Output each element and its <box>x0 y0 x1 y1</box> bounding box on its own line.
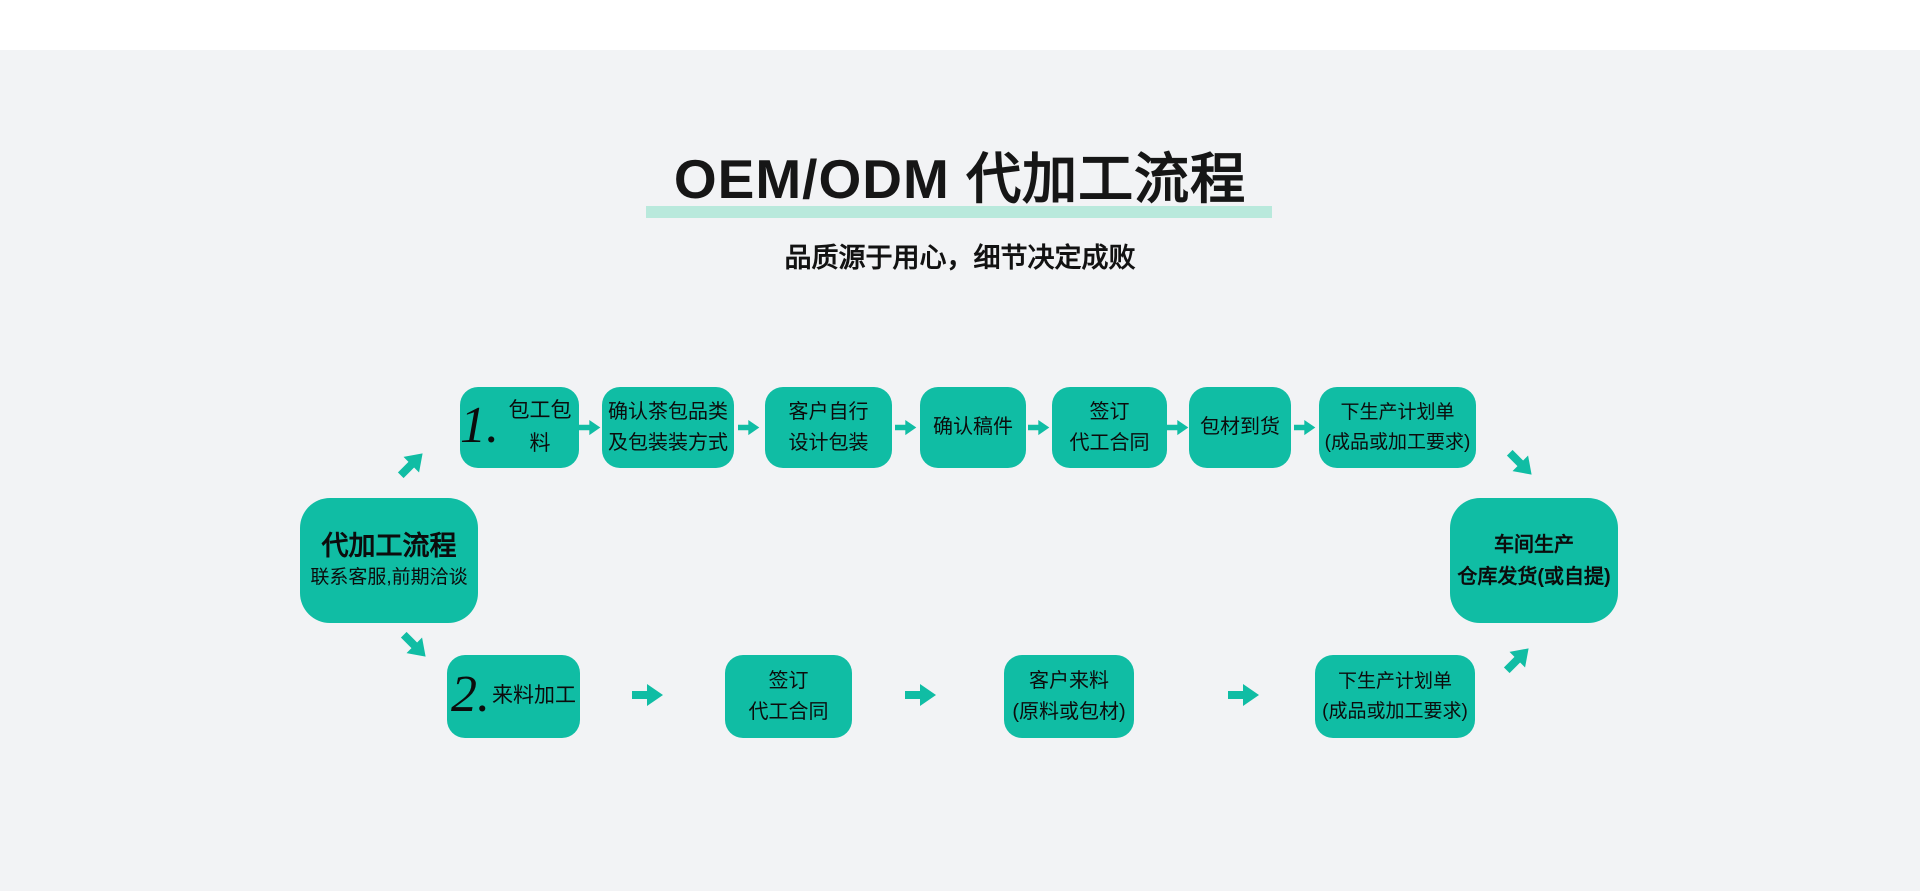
arrow-down-right-icon <box>394 625 435 666</box>
end-node-line1: 车间生产 <box>1494 533 1574 556</box>
step-number: 1. <box>460 396 499 454</box>
step-label: 签订 <box>1089 400 1130 423</box>
step-label: 下生产计划单 <box>1340 402 1455 424</box>
flow-step-sign-contract-top: 签订 代工合同 <box>1052 387 1167 468</box>
arrow-right-icon <box>895 419 917 436</box>
step-label: 及包装装方式 <box>608 431 728 454</box>
flow-step-customer-materials: 客户来料 (原料或包材) <box>1004 655 1134 738</box>
step-label: 下生产计划单 <box>1337 671 1452 693</box>
flow-step-sign-contract-bottom: 签订 代工合同 <box>725 655 852 738</box>
step-label: 代工合同 <box>748 700 829 723</box>
step-label: 代工合同 <box>1069 431 1150 454</box>
start-node-title: 代加工流程 <box>321 530 457 561</box>
flow-step-production-order-bottom: 下生产计划单 (成品或加工要求) <box>1315 655 1475 738</box>
flow-step-lailiaojiagong: 2. 来料加工 <box>447 655 580 738</box>
step-label: (原料或包材) <box>1012 700 1126 723</box>
arrow-up-right-icon <box>1497 638 1538 679</box>
page-title: OEM/ODM 代加工流程 <box>673 148 1247 210</box>
arrow-right-icon <box>1167 419 1189 436</box>
arrow-up-right-icon <box>391 443 432 484</box>
arrow-right-icon <box>1028 419 1050 436</box>
arrow-right-icon <box>1228 683 1260 707</box>
step-label: 客户来料 <box>1029 669 1109 692</box>
flow-step-confirm-draft: 确认稿件 <box>920 387 1026 468</box>
flow-step-baogongbaoliao: 1. 包工包料 <box>460 387 579 468</box>
step-label: 客户自行 <box>788 400 869 423</box>
flow-step-confirm-teabag-type: 确认茶包品类 及包装装方式 <box>602 387 734 468</box>
arrow-right-icon <box>1294 419 1316 436</box>
flow-step-production-order-top: 下生产计划单 (成品或加工要求) <box>1319 387 1476 468</box>
step-label: 来料加工 <box>492 684 576 708</box>
top-white-bar <box>0 0 1920 50</box>
step-label: 包材到货 <box>1200 416 1280 438</box>
step-label: 设计包装 <box>788 431 869 454</box>
start-node: 代加工流程 联系客服,前期洽谈 <box>300 498 478 623</box>
arrow-right-icon <box>632 683 664 707</box>
step-number: 2. <box>451 665 490 723</box>
flow-step-customer-design: 客户自行 设计包装 <box>765 387 892 468</box>
step-label: (成品或加工要求) <box>1322 700 1468 722</box>
arrow-right-icon <box>905 683 937 707</box>
arrow-down-right-icon <box>1500 443 1541 484</box>
step-label: 包工包料 <box>508 398 572 455</box>
step-label: 签订 <box>768 669 809 692</box>
title-highlight-bar <box>646 206 1272 218</box>
flow-step-packaging-arrival: 包材到货 <box>1189 387 1291 468</box>
arrow-right-icon <box>738 419 760 436</box>
arrow-right-icon <box>579 419 601 436</box>
page-subtitle: 品质源于用心，细节决定成败 <box>784 243 1136 273</box>
end-node-line2: 仓库发货(或自提) <box>1457 565 1611 588</box>
end-node: 车间生产 仓库发货(或自提) <box>1450 498 1618 623</box>
step-label: (成品或加工要求) <box>1324 431 1471 453</box>
step-label: 确认稿件 <box>933 416 1013 438</box>
start-node-subtitle: 联系客服,前期洽谈 <box>310 566 468 588</box>
step-label: 确认茶包品类 <box>608 400 728 423</box>
